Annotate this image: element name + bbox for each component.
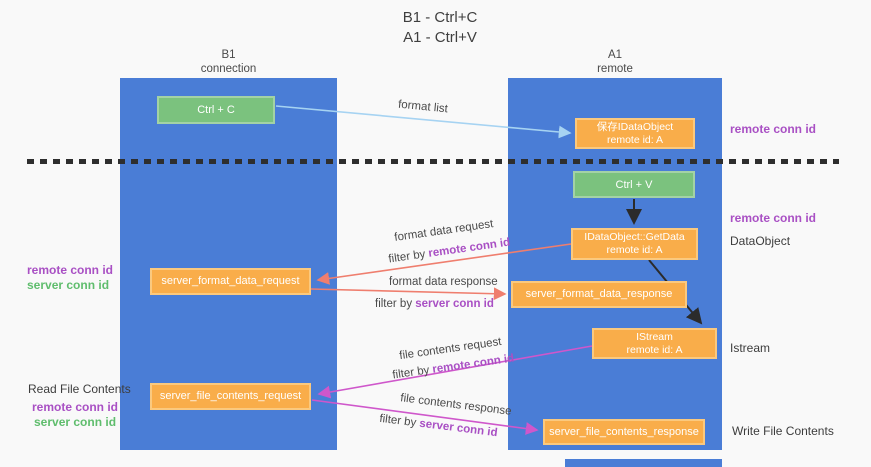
server-format-data-request-label: server_format_data_request xyxy=(161,275,300,287)
lane-header-a1: A1 remote xyxy=(508,48,722,76)
server-format-data-response-box: server_format_data_response xyxy=(511,281,687,308)
file-contents-response-filter: filter by server conn id xyxy=(379,413,498,439)
istream-line2: remote id: A xyxy=(626,343,683,356)
filter-by-text-4: filter by xyxy=(378,412,421,430)
left-remote-conn-id-2: remote conn id xyxy=(32,400,119,414)
arrow-format-data-response xyxy=(310,287,507,301)
ctrl-c-box: Ctrl + C xyxy=(157,96,275,124)
istream-side-label: Istream xyxy=(730,341,771,355)
left-remote-conn-id-1: remote conn id xyxy=(27,263,114,277)
lane-header-b1: B1 connection xyxy=(120,48,337,76)
title-line-1: B1 - Ctrl+C xyxy=(402,9,478,26)
getdata-line1: IDataObject::GetData xyxy=(584,231,685,243)
remote-conn-id-label-mid: remote conn id xyxy=(730,211,817,225)
getdata-line2: remote id: A xyxy=(606,244,663,256)
server-file-contents-response-box: server_file_contents_response xyxy=(543,419,705,445)
filter-by-text-3: filter by xyxy=(391,363,434,382)
filter-by-text-1: filter by xyxy=(387,247,430,266)
filter-by-text-2: filter by xyxy=(375,298,416,310)
save-dataobject-box: 保存IDataObject remote id: A xyxy=(575,118,695,149)
format-list-label: format list xyxy=(397,98,449,116)
left-server-conn-id-2: server conn id xyxy=(34,415,117,429)
dataobject-label: DataObject xyxy=(730,234,791,248)
file-contents-response-label: file contents response xyxy=(399,392,513,418)
ctrl-c-label: Ctrl + C xyxy=(197,104,235,116)
server-format-data-request-box: server_format_data_request xyxy=(150,268,311,295)
diagram-title: B1 - Ctrl+C A1 - Ctrl+V xyxy=(310,8,570,48)
filter-id-1: remote conn id xyxy=(427,236,511,260)
phase-separator-dashed-line xyxy=(27,159,839,164)
server-format-data-response-label: server_format_data_response xyxy=(525,288,673,300)
left-server-conn-id-1: server conn id xyxy=(27,278,110,292)
istream-box: IStream remote id: A xyxy=(592,328,717,359)
istream-line1: IStream xyxy=(636,330,673,343)
getdata-box: IDataObject::GetData remote id: A xyxy=(571,228,698,260)
server-file-contents-request-box: server_file_contents_request xyxy=(150,383,311,410)
format-data-response-filter: filter by server conn id xyxy=(375,298,494,310)
ctrl-v-label: Ctrl + V xyxy=(615,178,653,191)
filter-id-3: remote conn id xyxy=(431,352,515,376)
lane-b1-name: B1 xyxy=(221,49,236,61)
read-file-contents-label: Read File Contents xyxy=(28,382,131,396)
write-file-contents-label: Write File Contents xyxy=(732,424,834,438)
save-dataobject-line2: remote id: A xyxy=(606,133,664,146)
lane-b1-role: connection xyxy=(200,63,257,75)
remote-conn-id-label-top: remote conn id xyxy=(730,122,817,136)
filter-id-2: server conn id xyxy=(415,298,494,310)
server-file-contents-request-label: server_file_contents_request xyxy=(159,390,302,402)
lane-a1-name: A1 xyxy=(607,49,623,61)
bottom-partial-lane xyxy=(565,459,722,467)
ctrl-v-box: Ctrl + V xyxy=(573,171,695,198)
save-dataobject-line1: 保存IDataObject xyxy=(596,120,674,133)
server-file-contents-response-label: server_file_contents_response xyxy=(549,425,699,438)
lane-a1-role: remote xyxy=(597,63,633,75)
filter-id-4: server conn id xyxy=(418,417,499,440)
format-data-response-label: format data response xyxy=(389,276,498,288)
title-line-2: A1 - Ctrl+V xyxy=(403,29,477,46)
